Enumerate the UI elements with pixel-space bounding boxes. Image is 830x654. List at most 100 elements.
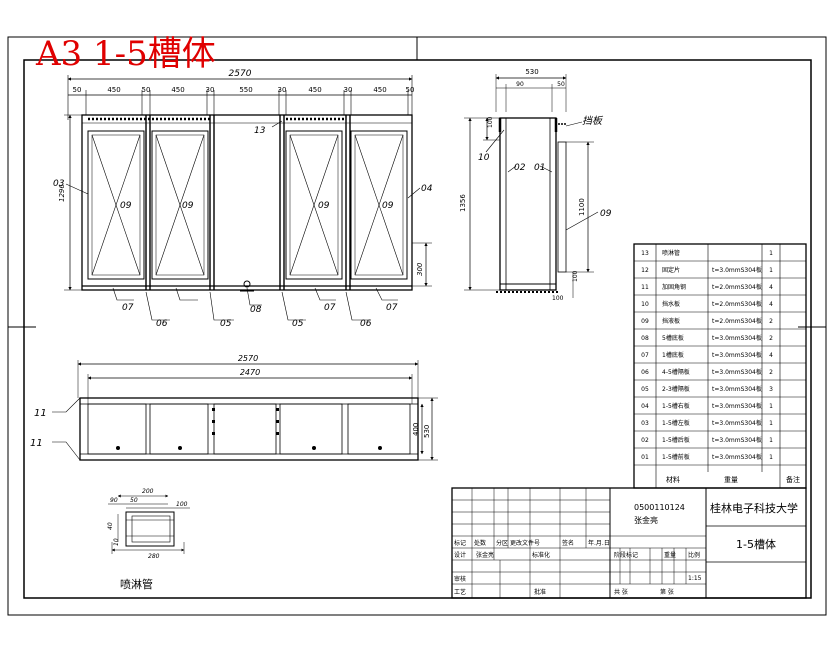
svg-text:比例: 比例 — [688, 551, 700, 559]
label-11a: 11 — [34, 408, 47, 419]
front-view — [64, 75, 432, 321]
svg-text:分区: 分区 — [496, 539, 508, 547]
plan-bolts — [116, 408, 382, 450]
label-05b: 05 — [292, 319, 304, 329]
svg-text:批准: 批准 — [534, 588, 546, 596]
svg-text:30: 30 — [206, 86, 215, 94]
svg-text:第 张: 第 张 — [660, 588, 674, 596]
svg-text:450: 450 — [373, 86, 386, 94]
table-cell: 1-5槽左板 — [662, 419, 690, 427]
front-view-text: 2570 50 450 50 450 30 550 30 450 30 450 … — [53, 69, 433, 329]
front-segment-dims: 50 450 50 450 30 550 30 450 30 450 50 — [73, 86, 415, 94]
svg-text:备注: 备注 — [786, 475, 800, 484]
table-cell: 1槽底板 — [662, 351, 684, 359]
designer-name: 张金亮 — [634, 515, 658, 525]
drawing-number: 0500110124 — [634, 503, 685, 512]
table-cell: 2 — [769, 318, 773, 325]
table-cell: 04 — [641, 403, 649, 410]
baffle-annotation: 挡板 — [582, 115, 604, 127]
label-11b: 11 — [30, 438, 43, 449]
front-overall-dim: 2570 — [229, 69, 252, 79]
svg-text:更改文件号: 更改文件号 — [510, 539, 540, 547]
plan-overall-dim: 2570 — [238, 354, 258, 363]
svg-text:50: 50 — [130, 497, 138, 504]
table-cell: 5槽底板 — [662, 334, 684, 342]
label-05a: 05 — [220, 319, 232, 329]
pipe-detail-text: 200 90 50 100 40 10 280 喷淋管 — [107, 488, 188, 591]
plan-view — [52, 360, 438, 461]
svg-text:标准化: 标准化 — [532, 551, 550, 559]
plan-view-text: 2570 2470 400 530 11 11 — [30, 354, 431, 449]
table-cell: 1 — [769, 250, 773, 257]
label-09-side: 09 — [600, 209, 612, 219]
side-view — [464, 74, 599, 298]
table-cell: 1 — [769, 403, 773, 410]
scale: 1:15 — [688, 575, 702, 582]
svg-text:100: 100 — [487, 116, 494, 128]
label-07a: 07 — [122, 303, 134, 313]
label-08: 08 — [250, 305, 262, 315]
table-cell: 07 — [641, 352, 649, 359]
svg-text:审核: 审核 — [454, 575, 466, 583]
parts-table-footer: 材料 重量 备注 — [666, 475, 800, 484]
table-cell: 1 — [769, 420, 773, 427]
table-cell: 12 — [641, 267, 649, 274]
label-10: 10 — [478, 153, 490, 163]
sheet-title: A3 1-5槽体 — [36, 34, 216, 74]
svg-text:200: 200 — [142, 488, 154, 495]
svg-text:张金亮: 张金亮 — [476, 551, 494, 559]
label-07b: 07 — [324, 303, 336, 313]
svg-text:阶段标记: 阶段标记 — [614, 551, 638, 559]
svg-text:设计: 设计 — [454, 551, 466, 559]
svg-text:30: 30 — [278, 86, 287, 94]
table-cell: 10 — [641, 301, 649, 308]
label-09c: 09 — [318, 201, 330, 211]
svg-text:50: 50 — [557, 81, 565, 88]
table-cell: 3 — [769, 386, 773, 393]
table-cell: 4 — [769, 284, 773, 291]
svg-text:30: 30 — [344, 86, 353, 94]
plan-inner-dim: 2470 — [240, 368, 260, 377]
front-height-dim: 1296 — [58, 184, 66, 202]
title-block — [451, 487, 807, 599]
svg-text:90: 90 — [110, 497, 118, 504]
svg-text:年.月.日: 年.月.日 — [588, 539, 610, 547]
table-cell: 09 — [641, 318, 649, 325]
table-cell: 1 — [769, 454, 773, 461]
pipe-caption: 喷淋管 — [120, 577, 153, 591]
label-06b: 06 — [360, 319, 372, 329]
svg-text:100: 100 — [572, 270, 579, 282]
label-13: 13 — [254, 126, 266, 136]
svg-text:签名: 签名 — [562, 539, 574, 547]
svg-text:90: 90 — [516, 81, 524, 88]
svg-text:530: 530 — [423, 425, 431, 438]
svg-text:50: 50 — [73, 86, 82, 94]
label-04: 04 — [421, 184, 433, 194]
label-06a: 06 — [156, 319, 168, 329]
side-view-text: 530 90 50 100 1356 1100 100 100 10 02 01… — [459, 68, 612, 302]
table-cell: 2 — [769, 335, 773, 342]
university-name: 桂林电子科技大学 — [710, 501, 798, 515]
svg-text:40: 40 — [107, 522, 114, 530]
table-cell: 11 — [641, 284, 649, 291]
svg-text:550: 550 — [239, 86, 252, 94]
label-03: 03 — [53, 179, 65, 189]
svg-text:工艺: 工艺 — [454, 588, 466, 596]
table-cell: t=2.0mmS304板 — [712, 317, 762, 325]
table-cell: t=3.0mmS304板 — [712, 436, 762, 444]
table-cell: 4-5槽隔板 — [662, 368, 690, 376]
table-cell: t=3.0mmS304板 — [712, 453, 762, 461]
table-cell: t=3.0mmS304板 — [712, 385, 762, 393]
svg-text:450: 450 — [171, 86, 184, 94]
table-cell: 05 — [641, 386, 649, 393]
svg-text:450: 450 — [308, 86, 321, 94]
table-cell: 13 — [641, 250, 649, 257]
svg-text:400: 400 — [412, 423, 420, 436]
label-01: 01 — [534, 163, 545, 173]
svg-text:重量: 重量 — [664, 551, 676, 559]
table-cell: 1-5槽前板 — [662, 453, 690, 461]
table-cell: 2-3槽隔板 — [662, 385, 690, 393]
table-cell: t=2.0mmS304板 — [712, 283, 762, 291]
label-09d: 09 — [382, 201, 394, 211]
